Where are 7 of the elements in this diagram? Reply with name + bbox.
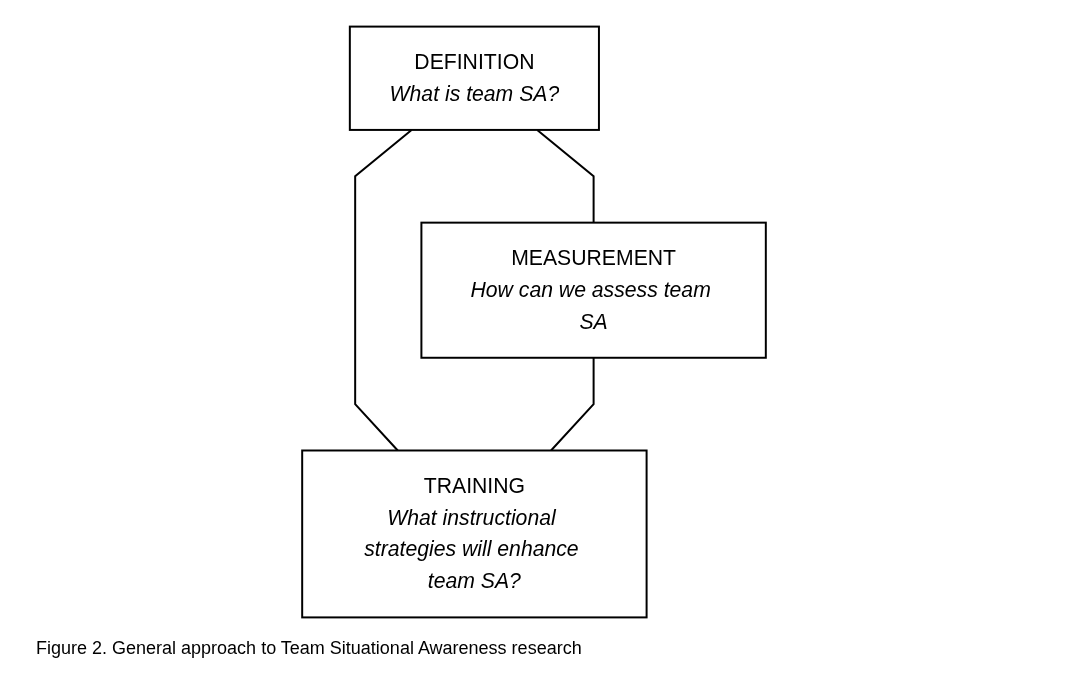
connector — [536, 128, 595, 224]
connector — [354, 128, 413, 452]
node-box: MEASUREMENT How can we assess team SA — [420, 221, 767, 359]
node-box: TRAINING What instructional strategies will enhance team SA? — [301, 449, 648, 619]
figure-caption: Figure 2. General approach to Team Situational Awareness research — [36, 638, 582, 659]
connector — [550, 356, 595, 452]
node-box: DEFINITION What is team SA? — [348, 25, 600, 131]
